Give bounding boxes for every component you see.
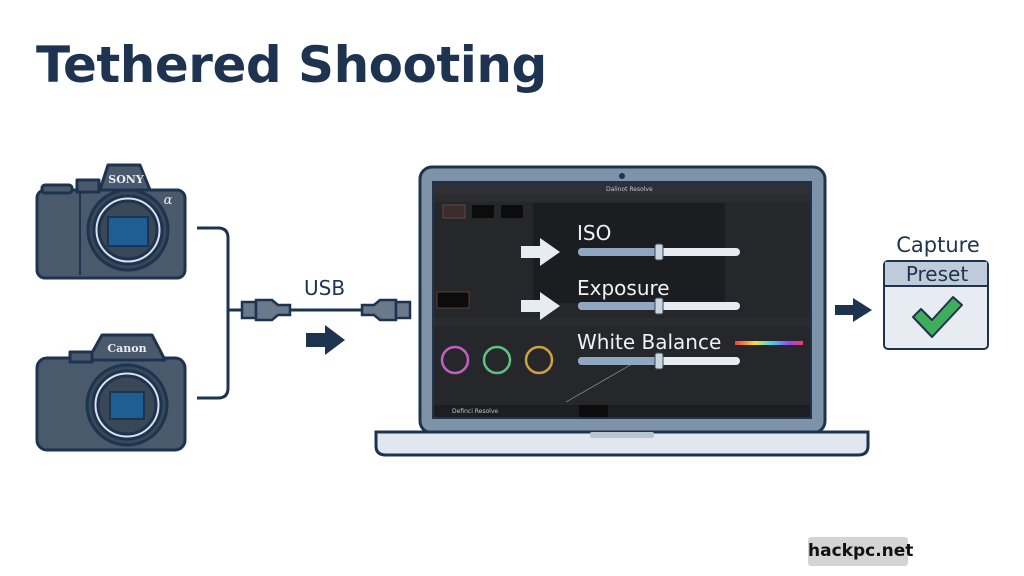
cable-bracket bbox=[197, 226, 245, 400]
app-title: Dalinot Resolve bbox=[606, 186, 653, 193]
usb-cable bbox=[240, 298, 412, 322]
page-title: Tethered Shooting bbox=[36, 36, 547, 94]
sony-logo: SONY bbox=[108, 173, 144, 186]
slider-fill bbox=[578, 357, 659, 365]
watermark: hackpc.net bbox=[808, 537, 913, 566]
arrow-right-icon bbox=[306, 325, 345, 355]
white-balance-label: White Balance bbox=[577, 330, 722, 354]
capture-label: Capture bbox=[896, 233, 980, 257]
canon-logo: Canon bbox=[107, 342, 146, 355]
check-icon bbox=[912, 296, 963, 338]
arrow-right-icon bbox=[521, 292, 560, 320]
app-footer: Definci Resolve bbox=[452, 408, 498, 415]
slider-thumb[interactable] bbox=[654, 297, 664, 315]
slider-thumb[interactable] bbox=[654, 243, 664, 261]
slider-fill bbox=[578, 302, 659, 310]
slider-fill bbox=[578, 248, 659, 256]
arrow-right-icon bbox=[835, 298, 872, 322]
canon-camera bbox=[35, 333, 187, 452]
capture-preset-card bbox=[883, 260, 989, 350]
preset-label: Preset bbox=[905, 262, 969, 286]
iso-label: ISO bbox=[577, 221, 612, 245]
alpha-badge: α bbox=[164, 193, 173, 208]
exposure-label: Exposure bbox=[577, 276, 670, 300]
sony-camera bbox=[35, 163, 187, 280]
arrow-right-icon bbox=[521, 238, 560, 266]
slider-thumb[interactable] bbox=[654, 352, 664, 370]
usb-label: USB bbox=[304, 276, 346, 300]
